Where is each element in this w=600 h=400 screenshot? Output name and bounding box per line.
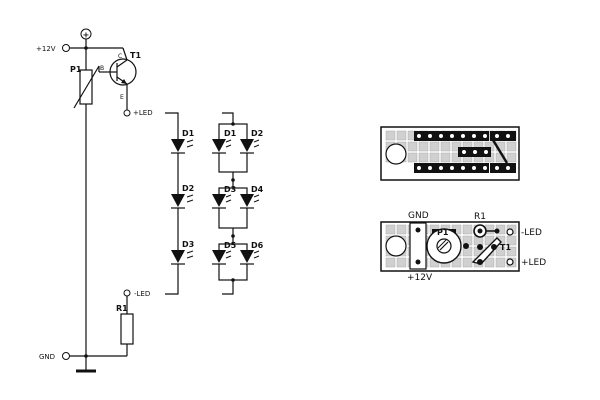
track-hole (495, 166, 499, 170)
supply-label: +12V (36, 45, 56, 53)
perfboard-pad (385, 224, 396, 235)
track-hole (450, 166, 454, 170)
track-hole (472, 134, 476, 138)
mounting-hole (385, 143, 407, 165)
pcb-r1-label: R1 (474, 212, 486, 222)
pin-c-label: C (118, 53, 122, 60)
plus-symbol: + (83, 31, 90, 40)
led-b-d1: D1 (212, 129, 237, 154)
track-hole (417, 166, 421, 170)
transistor-t1 (109, 58, 137, 86)
led-minus-label: -LED (134, 290, 150, 298)
track-hole (439, 166, 443, 170)
led-b-d4-label: D4 (251, 185, 264, 194)
track-hole (450, 134, 454, 138)
perfboard-pad (440, 152, 451, 163)
perfboard-pad (385, 257, 396, 268)
pcb-minus-led-label: -LED (521, 228, 542, 238)
track-hole (461, 166, 465, 170)
mounting-hole-2 (385, 235, 407, 257)
resistor-r1 (120, 313, 134, 345)
perfboard-pad (484, 257, 495, 268)
pcb-component-layout (380, 221, 520, 272)
led-b-d5: D5 (212, 241, 237, 265)
led-b-d4: D4 (240, 185, 264, 209)
led-d3: D3 (170, 240, 194, 265)
track-hole (428, 134, 432, 138)
transistor-label: T1 (130, 51, 141, 60)
perfboard-pad (451, 152, 462, 163)
led-chain-parallel: D1 D2 D3 D4 (212, 112, 264, 295)
perfboard-pad (451, 141, 462, 152)
track-hole (506, 166, 510, 170)
led-b-d6: D6 (240, 241, 264, 265)
led-d2-label: D2 (182, 184, 194, 193)
led-chain-series: D1 D2 D3 (165, 112, 195, 295)
led-b-d6-label: D6 (251, 241, 264, 250)
perfboard-pad (396, 130, 407, 141)
pcb-plus12v-label: +12V (407, 273, 433, 283)
track-hole (472, 166, 476, 170)
perfboard-pad (407, 141, 418, 152)
led-b-d5-label: D5 (224, 241, 237, 250)
perfboard-pad (440, 141, 451, 152)
perfboard-pad (462, 257, 473, 268)
resistor-label: R1 (116, 304, 128, 313)
led-b-d3: D3 (212, 185, 236, 209)
track-hole (417, 134, 421, 138)
led-b-d1-label: D1 (224, 129, 237, 138)
led-d2: D2 (170, 184, 194, 209)
pin-b-label: B (100, 65, 104, 72)
pcb-p1-label: P1 (437, 228, 449, 237)
led-d3-label: D3 (182, 240, 194, 249)
pcb-transistor (471, 237, 502, 265)
perfboard-pad (506, 235, 517, 246)
transistor-driver-circuit: + +12V P1 T1 C B E +LED -LED (36, 28, 153, 373)
track-hole (439, 134, 443, 138)
track-hole (461, 134, 465, 138)
ground-terminal (62, 352, 70, 360)
perfboard-pad (462, 224, 473, 235)
perfboard-pad (506, 152, 517, 163)
perfboard-pad (506, 246, 517, 257)
track-hole (484, 150, 488, 154)
track-hole (495, 134, 499, 138)
perfboard-pad (429, 152, 440, 163)
perfboard-pad (396, 257, 407, 268)
supply-terminal (62, 44, 70, 52)
perfboard-pad (418, 141, 429, 152)
perfboard-pad (506, 141, 517, 152)
led-plus-terminal (123, 109, 131, 117)
track-hole (483, 134, 487, 138)
track-hole (428, 166, 432, 170)
led-d1-label: D1 (182, 129, 195, 138)
perfboard-pad (495, 257, 506, 268)
perfboard-pad (495, 246, 506, 257)
track-hole (506, 134, 510, 138)
pcb-plus-led-label: +LED (521, 258, 546, 268)
pin-e-label: E (120, 94, 124, 101)
perfboard-pad (418, 152, 429, 163)
led-minus-terminal (123, 289, 131, 297)
led-d1: D1 (170, 129, 195, 154)
pot-label: P1 (70, 65, 82, 74)
track-hole (483, 166, 487, 170)
led-plus-label: +LED (133, 109, 153, 117)
perfboard-pad (429, 141, 440, 152)
led-b-d2-label: D2 (251, 129, 263, 138)
pcb-copper-layout (380, 126, 520, 181)
track-hole (473, 150, 477, 154)
pcb-gnd-label: GND (408, 211, 429, 221)
ground-label: GND (39, 353, 55, 361)
led-b-d3-label: D3 (224, 185, 236, 194)
perfboard-pad (396, 224, 407, 235)
perfboard-pad (407, 152, 418, 163)
pcb-t1-label: T1 (500, 243, 511, 252)
perfboard-pad (385, 130, 396, 141)
track-hole (462, 150, 466, 154)
led-b-d2: D2 (240, 129, 263, 154)
